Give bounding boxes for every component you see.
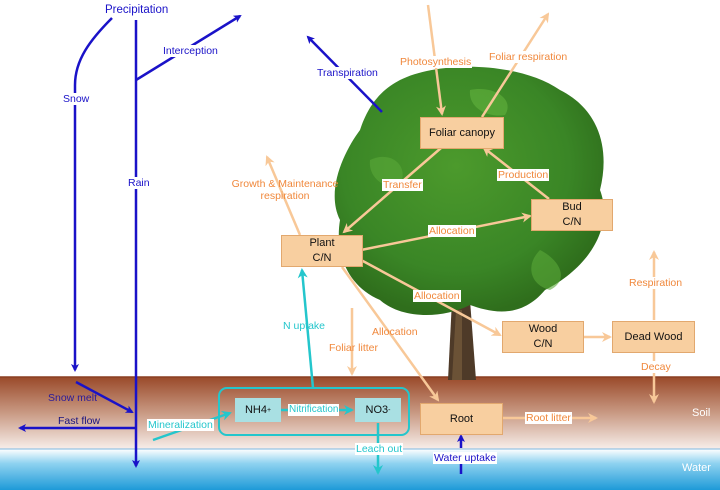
- production-label: Production: [497, 169, 550, 181]
- foliar-respiration-label: Foliar respiration: [488, 51, 569, 63]
- plant-label: Plant: [309, 237, 335, 249]
- water-layer: [0, 449, 720, 490]
- foliar-canopy-label: Foliar canopy: [428, 126, 496, 139]
- dead-wood-pool: Dead Wood: [612, 321, 695, 353]
- soil-nitrogen-pool-outline: [218, 387, 410, 436]
- allocation-bud-label: Allocation: [428, 225, 476, 237]
- wood-cn-label: C/N: [533, 338, 553, 350]
- n-uptake-label: N uptake: [283, 320, 326, 332]
- photosynthesis-label: Photosynthesis: [399, 56, 473, 68]
- tree-image: [334, 66, 604, 380]
- n-uptake-arrow: [297, 268, 315, 389]
- decay-label: Decay: [640, 361, 672, 373]
- nh4-label: NH4: [244, 404, 267, 416]
- no3-charge: -: [388, 406, 391, 414]
- bud-pool: Bud C/N: [531, 199, 613, 231]
- precipitation-label: Precipitation: [105, 4, 169, 16]
- bud-label: Bud: [562, 201, 582, 213]
- growth-respiration-arrow: [265, 155, 302, 236]
- root-label: Root: [449, 412, 474, 425]
- allocation-root-arrow: [340, 266, 440, 402]
- snow-flow-line: [71, 17, 113, 372]
- water-uptake-label: Water uptake: [433, 452, 498, 464]
- bud-cn-label: C/N: [562, 216, 582, 228]
- root-pool: Root: [420, 403, 503, 435]
- snow-melt-arrow: [75, 380, 134, 414]
- snow-melt-label: Snow melt: [48, 392, 98, 404]
- fast-flow-label: Fast flow: [58, 415, 101, 427]
- foliar-respiration-arrow: [480, 12, 550, 118]
- nitrification-label: Nitrification: [288, 404, 340, 416]
- wood-label: Wood: [528, 323, 558, 335]
- soil-layer-label: Soil: [692, 407, 711, 419]
- plant-pool: Plant C/N: [281, 235, 363, 267]
- allocation-root-label: Allocation: [372, 326, 418, 338]
- allocation-wood-label: Allocation: [413, 290, 461, 302]
- growth-maintenance-respiration-label: Growth & Maintenance respiration: [229, 178, 341, 202]
- no3-pool: NO3-: [355, 398, 401, 422]
- growth-respiration-line1: Growth & Maintenance: [231, 178, 339, 190]
- transpiration-label: Transpiration: [316, 67, 379, 79]
- no3-label: NO3: [365, 404, 389, 416]
- respiration-label: Respiration: [628, 277, 684, 289]
- interception-label: Interception: [162, 45, 219, 57]
- root-litter-label: Root litter: [525, 412, 572, 424]
- nh4-pool: NH4+: [235, 398, 281, 422]
- nh4-charge: +: [266, 406, 272, 414]
- growth-respiration-line2: respiration: [260, 190, 310, 202]
- mineralization-label: Mineralization: [147, 419, 214, 431]
- plant-cn-label: C/N: [312, 252, 332, 264]
- water-layer-label: Water: [682, 462, 711, 474]
- dead-wood-label: Dead Wood: [624, 330, 683, 343]
- transfer-label: Transfer: [382, 179, 423, 191]
- rain-label: Rain: [127, 177, 151, 189]
- foliar-canopy-pool: Foliar canopy: [420, 117, 504, 149]
- foliar-litter-label: Foliar litter: [329, 342, 379, 354]
- leach-out-label: Leach out: [355, 443, 404, 455]
- snow-label: Snow: [62, 93, 91, 105]
- wood-pool: Wood C/N: [502, 321, 584, 353]
